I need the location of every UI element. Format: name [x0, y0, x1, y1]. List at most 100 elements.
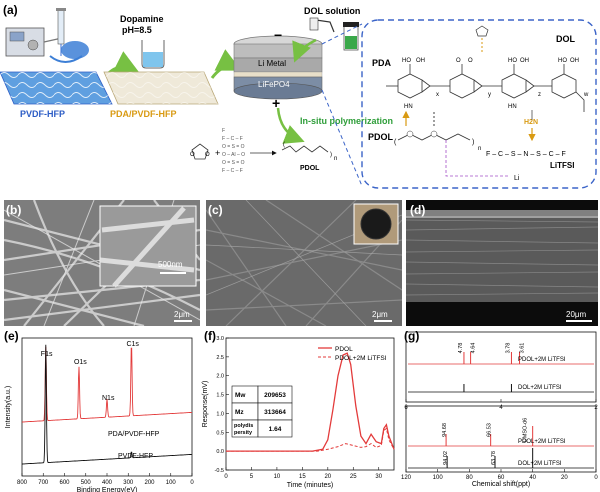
series-label-pda-pvdf-hfp: PDA/PVDF-HFP [108, 431, 160, 438]
pda-structure [386, 64, 585, 112]
beaker-icon [141, 40, 165, 69]
x-axis-label-e: Binding Energy(eV) [77, 487, 138, 492]
z-label: z [538, 92, 541, 98]
series-pvdf-hfp [22, 344, 192, 465]
x-tick-label-f: 15 [299, 474, 306, 480]
series-label-g-top-0: PDOL+2M LiTFSI [518, 357, 566, 363]
scale-bar-c [374, 320, 392, 322]
minus-sign: − [274, 27, 282, 43]
svg-text:+: + [215, 148, 220, 158]
x-tick-label-e: 400 [102, 480, 113, 486]
svg-text:): ) [472, 139, 474, 146]
x-tick-label-g: 20 [561, 475, 568, 481]
svg-text:): ) [330, 152, 332, 158]
x-tick-label-g: 100 [433, 475, 444, 481]
scale-text-b-inset: 500nm [158, 260, 183, 269]
h2n-label: H2N [524, 119, 538, 126]
series-label-g-bottom-0: PDOL+2M LiTFSI [518, 439, 566, 445]
dopamine-label: Dopamine [120, 14, 164, 24]
svg-text:(: ( [283, 142, 285, 148]
x-tick-label-e: 800 [17, 480, 28, 486]
n-label-chem: n [478, 146, 481, 152]
peak-label-g: DMSO-d6 [522, 418, 528, 442]
axes-frame-g-top [405, 331, 597, 403]
x-tick-label-g: 0 [594, 475, 598, 481]
panel-label-c: (c) [208, 203, 223, 217]
o-label-1: O [456, 58, 461, 64]
panel-label-g: (g) [404, 329, 419, 343]
x-tick-label-f: 10 [274, 474, 281, 480]
panel-label-a: (a) [3, 3, 18, 17]
table-key: Mz [235, 409, 244, 416]
scale-bar-d [566, 320, 592, 322]
svg-text:O = S = O: O = S = O [222, 160, 245, 166]
svg-text:O – Al – O: O – Al – O [222, 152, 245, 158]
x-axis-label-g: Chemical shift(ppt) [472, 481, 530, 488]
peak-annotation-c1s: C1s [126, 341, 139, 348]
dopamine-ph-label: pH=8.5 [122, 25, 152, 35]
svg-text:O: O [190, 152, 195, 158]
dropper-vial-icon [309, 17, 359, 51]
ho-label-3: HO [558, 58, 567, 64]
series-label-g-top-1: DOL+2M LiTFSI [518, 385, 562, 391]
svg-text:F – C – F: F – C – F [222, 136, 243, 142]
li-metal-label: Li Metal [258, 59, 286, 68]
pda-chem-label: PDA [372, 58, 392, 68]
panel-label-f: (f) [204, 329, 216, 343]
y-axis-label-f: Response(mV) [202, 381, 209, 428]
series-pda-pvdf-hfp [22, 346, 192, 423]
panel-label-d: (d) [410, 203, 426, 217]
svg-text:F – C – F: F – C – F [222, 168, 243, 174]
dol-chem-label: DOL [556, 34, 576, 44]
electrospinning-device-icon [5, 8, 89, 63]
table-value: 209653 [264, 392, 286, 399]
oh-label-2: OH [520, 58, 529, 64]
peak-annotation-f1s: F1s [41, 351, 53, 358]
x-tick-label-f: 30 [375, 474, 382, 480]
hn-label-1: HN [404, 104, 413, 110]
hn-label-2: HN [508, 104, 517, 110]
svg-text:O: O [205, 152, 210, 158]
y-tick-label-f: 2.0 [216, 374, 224, 380]
pdol-chem-label: PDOL [368, 132, 394, 142]
chemistry-detail-box [361, 19, 597, 189]
panel-label-b: (b) [6, 203, 22, 217]
peak-label-g: 66.53 [487, 423, 493, 437]
peak-label-g: 4.64 [471, 343, 477, 354]
peak-annotation-o1s: O1s [74, 359, 87, 366]
table-value: 313664 [264, 409, 286, 416]
table-key: Mw [235, 392, 246, 399]
x-tick-label-g: 4 [499, 405, 503, 411]
plus-sign: + [272, 95, 280, 111]
table-value-cell [257, 419, 293, 438]
y-axis-label-e: Intensity(a.u.) [5, 386, 12, 428]
series-label-g-bottom-1: DOL+2M LiTFSI [518, 461, 562, 467]
scale-text-b: 2μm [174, 310, 190, 319]
scale-bar-b-inset [160, 272, 186, 274]
x-tick-label-f: 20 [324, 474, 331, 480]
table-key: persity [234, 430, 253, 436]
litfsi-structure: F – C – S – N – S – C – F [486, 151, 566, 158]
peak-label-g: 4.78 [458, 343, 464, 354]
x-tick-label-f: 25 [350, 474, 357, 480]
series-label-pvdf-hfp: PVDF-HFP [118, 453, 153, 460]
x-tick-label-e: 0 [190, 480, 194, 486]
y-tick-label-f: 3.0 [216, 336, 224, 342]
li-chem-label: Li [514, 175, 520, 182]
axes-frame-g-bottom [405, 405, 597, 473]
legend-label-pdol: PDOL [335, 346, 353, 353]
o-label-2: O [468, 58, 473, 64]
svg-text:F: F [222, 128, 225, 134]
legend-label-pdol-litfsi: PDOL+2M LiTFSI [335, 355, 387, 362]
y-tick-label-f: 1.0 [216, 411, 224, 417]
ho-label-1: HO [402, 58, 411, 64]
y-tick-label-f: 0.0 [216, 449, 224, 455]
scale-text-c: 2μm [372, 310, 388, 319]
axes-frame-f [225, 337, 395, 471]
y-tick-label-f: 0.5 [216, 430, 224, 436]
table-value: 1.64 [269, 426, 282, 433]
x-tick-label-e: 500 [81, 480, 92, 486]
pda-pvdf-hfp-label: PDA/PVDF-HFP [110, 109, 177, 119]
